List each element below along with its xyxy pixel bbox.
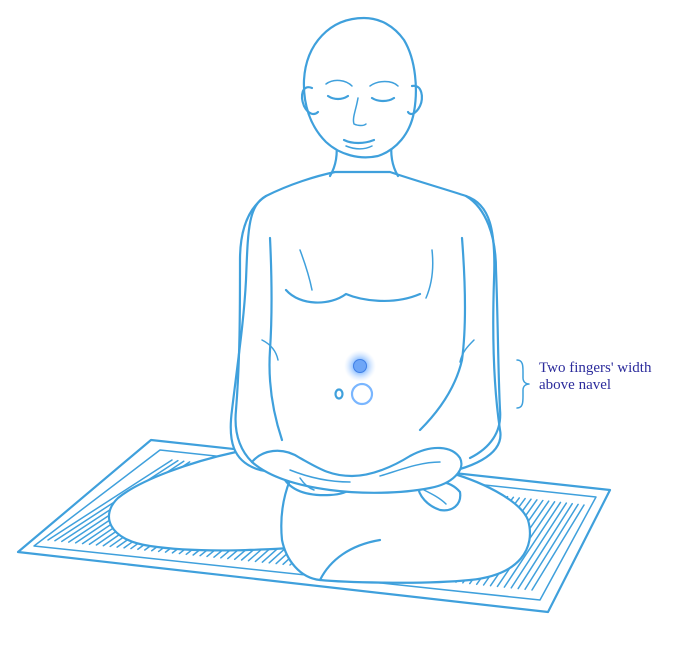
- seated-figure: [109, 18, 530, 583]
- mat-stripe: [532, 505, 584, 590]
- annotation-line-2: above navel: [539, 377, 651, 394]
- annotation-label: Two fingers' width above navel: [539, 360, 651, 394]
- annotation-line-1: Two fingers' width: [539, 360, 651, 377]
- bracket: [517, 360, 529, 408]
- secondary-point: [352, 384, 372, 404]
- head: [304, 18, 416, 157]
